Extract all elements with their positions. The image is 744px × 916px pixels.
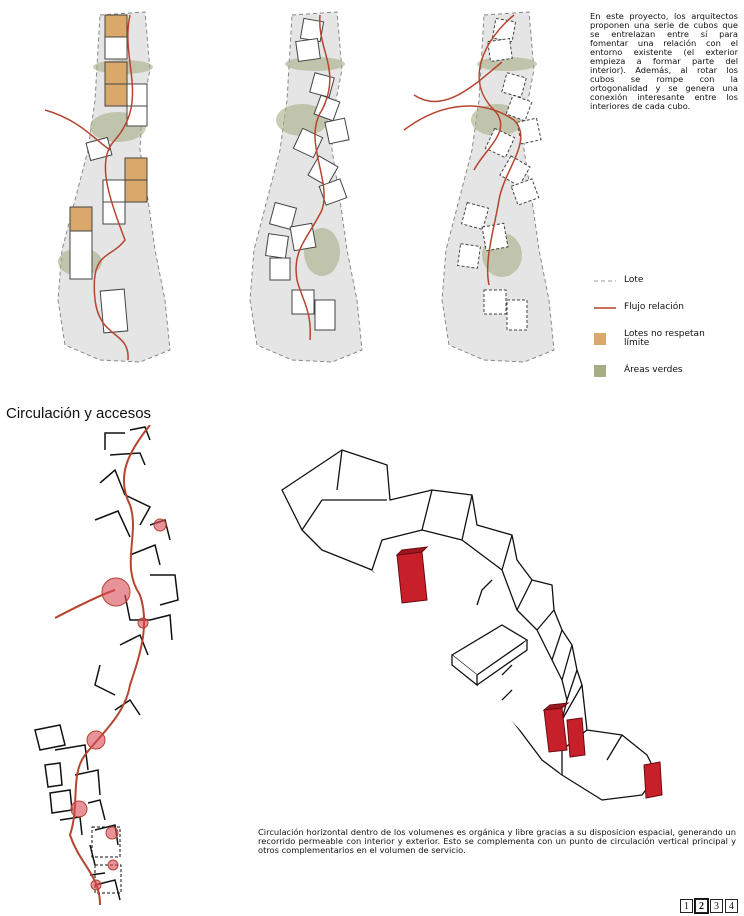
legend-flujo: Flujo relación <box>594 303 684 312</box>
legend-lotes: Lotes no respetan límite <box>594 330 714 349</box>
legend-label: Lotes no respetan límite <box>624 330 714 349</box>
cube-outlines <box>35 427 178 900</box>
legend-label: Lote <box>624 276 643 285</box>
page-4[interactable]: 4 <box>725 899 738 913</box>
page-2-current[interactable]: 2 <box>695 899 708 913</box>
site-plan-2 <box>250 12 362 362</box>
volume-outline <box>282 450 657 800</box>
section-title: Circulación y accesos <box>6 405 151 422</box>
orange-square-icon <box>594 333 606 345</box>
axonometric-volume <box>262 430 732 820</box>
intro-text: En este proyecto, los arquitectos propon… <box>590 12 738 110</box>
legend-label: Áreas verdes <box>624 366 683 375</box>
green-ellipse-icon <box>594 365 606 377</box>
site-plan-1 <box>45 12 170 362</box>
page-3[interactable]: 3 <box>710 899 723 913</box>
pagination: 1 2 3 4 <box>680 899 738 913</box>
site-plan-3 <box>404 12 554 362</box>
legend-lote: Lote <box>594 276 643 285</box>
page-1[interactable]: 1 <box>680 899 693 913</box>
circulation-plan <box>0 425 230 915</box>
dashed-line-icon <box>594 278 616 284</box>
legend-label: Flujo relación <box>624 303 684 312</box>
caption-text: Circulación horizontal dentro de los vol… <box>258 828 736 855</box>
red-line-icon <box>594 305 616 311</box>
legend-areas: Áreas verdes <box>594 365 683 377</box>
